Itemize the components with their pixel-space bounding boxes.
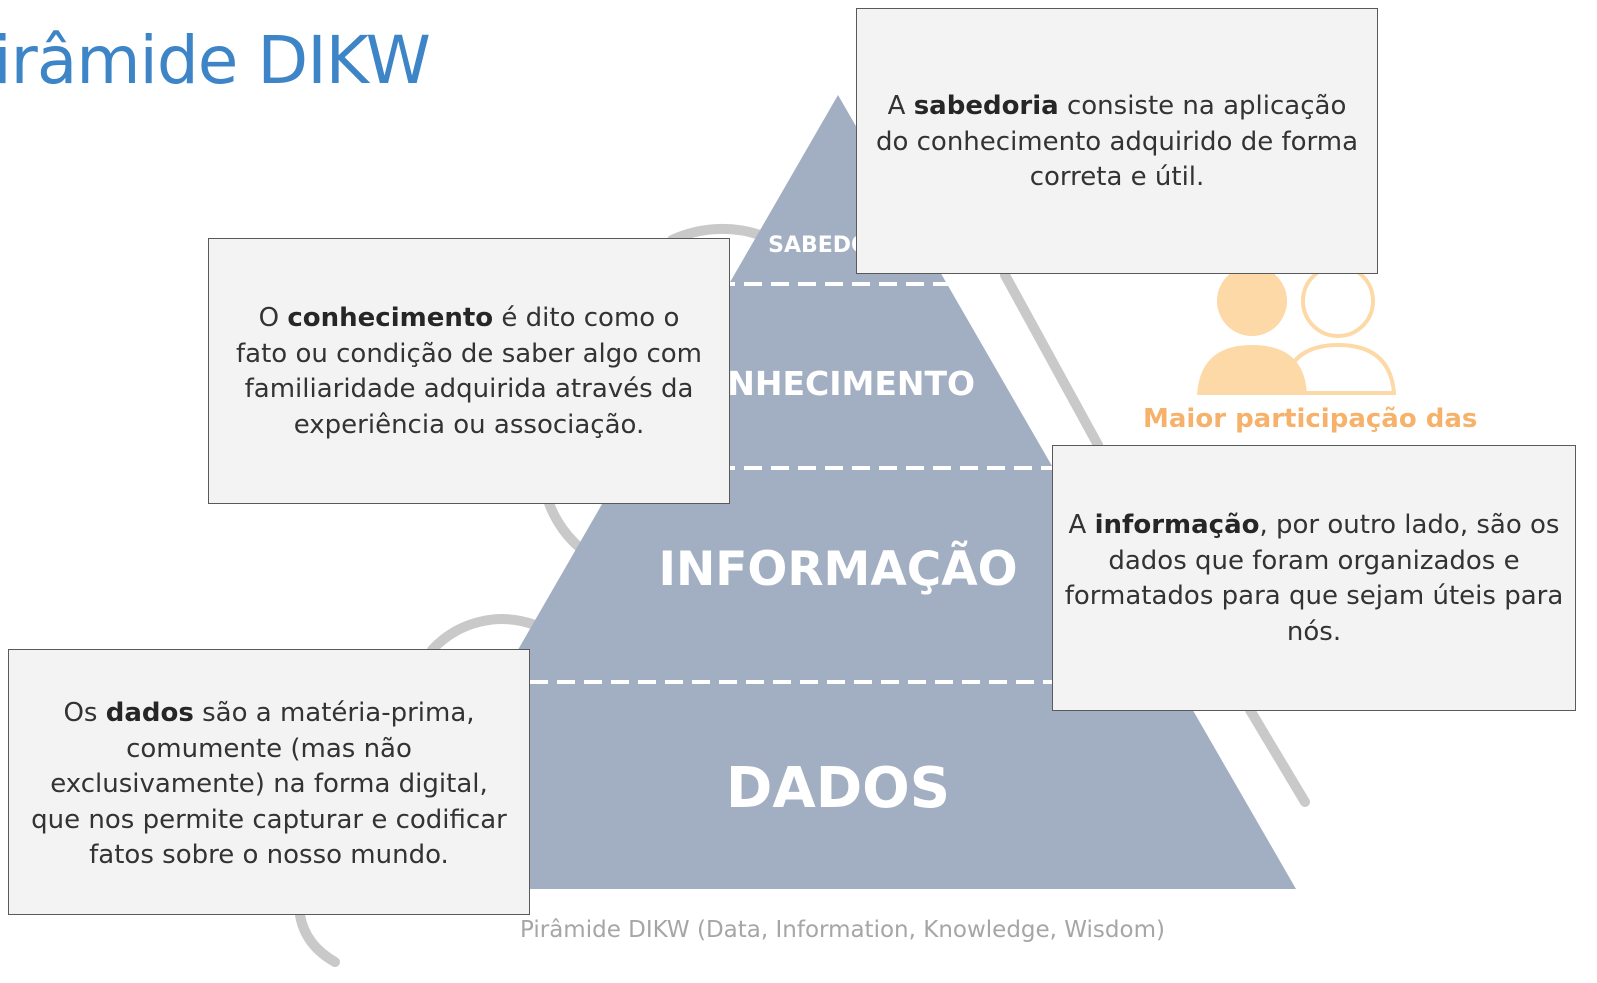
decor-arc-low — [427, 614, 540, 655]
person-filled-icon — [1217, 266, 1287, 336]
box-sabedoria-post: consiste na aplicação do conhecimento ad… — [875, 91, 1359, 192]
people-icons — [1197, 264, 1397, 395]
box-sabedoria: A sabedoria consiste na aplicação do con… — [856, 8, 1378, 274]
box-sabedoria-bold: sabedoria — [913, 91, 1059, 121]
box-conhecimento-bold: conhecimento — [287, 303, 494, 333]
decor-line-right-bottom — [1245, 705, 1310, 807]
decor-line-right-top — [1000, 270, 1103, 450]
box-informacao: A informação, por outro lado, são os dad… — [1052, 445, 1576, 711]
level-label-dados: DADOS — [725, 756, 951, 821]
person-filled-body — [1197, 345, 1307, 395]
box-conhecimento-post: é dito como o fato ou condição de saber … — [236, 303, 702, 440]
box-informacao-post: , por outro lado, são os dados que foram… — [1064, 510, 1564, 647]
page-title: Pirâmide DIKW — [0, 22, 431, 99]
box-conhecimento-pre: O — [258, 303, 288, 333]
person-outline-body — [1280, 342, 1397, 395]
pyramid-dividers — [530, 282, 1052, 684]
person-outline-icon — [1301, 264, 1375, 338]
box-dados-pre: Os — [63, 698, 106, 728]
decor-arc-top — [667, 223, 765, 245]
people-caption: Maior participação das — [1143, 404, 1478, 434]
box-informacao-pre: A — [1068, 510, 1095, 540]
box-sabedoria-pre: A — [887, 91, 914, 121]
box-dados-bold: dados — [105, 698, 194, 728]
box-dados: Os dados são a matéria-prima, comumente … — [8, 649, 530, 915]
box-informacao-bold: informação — [1094, 510, 1260, 540]
level-label-informacao: INFORMAÇÃO — [658, 542, 1018, 597]
figure-caption: Pirâmide DIKW (Data, Information, Knowle… — [520, 917, 1165, 943]
background-decorations — [295, 223, 1310, 967]
box-conhecimento: O conhecimento é dito como o fato ou con… — [208, 238, 730, 504]
decor-arc-bottom — [295, 910, 340, 967]
box-dados-post: são a matéria-prima, comumente (mas não … — [31, 698, 507, 870]
